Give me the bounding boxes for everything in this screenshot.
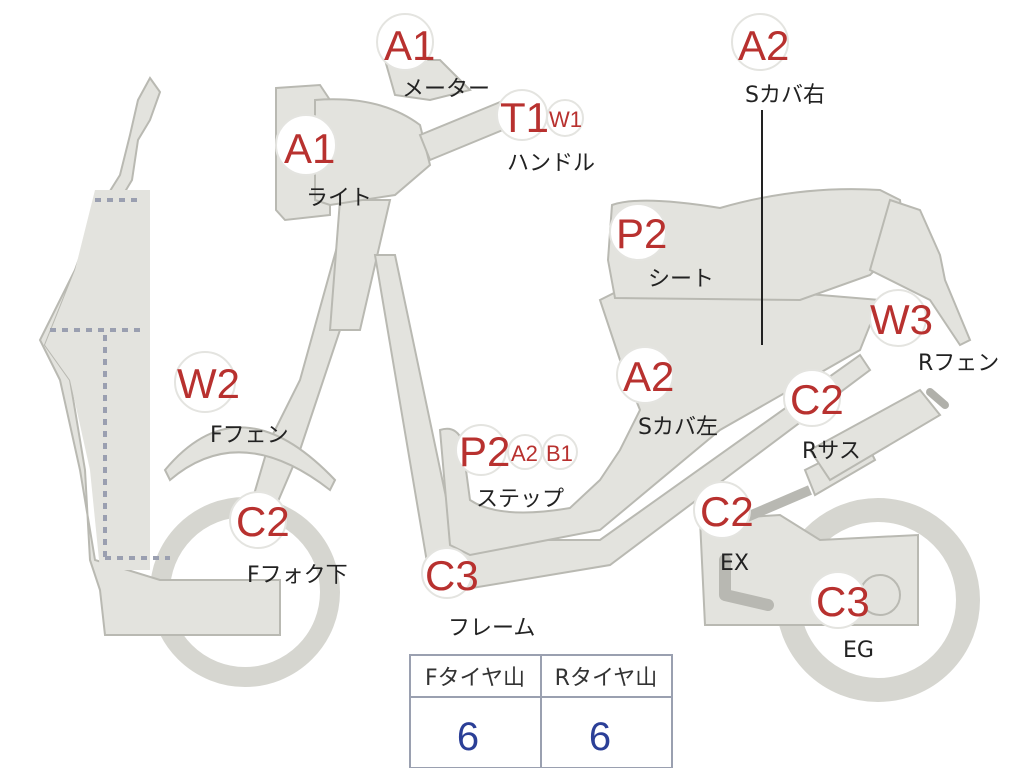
f-fork-lower-label: Fフォク下 [247,563,348,588]
f-fork-lower-grade: C2 [236,498,290,545]
rear-fender [868,198,972,347]
f-fender-label: Fフェン [210,423,289,448]
step-grade-3: B1 [546,441,573,466]
r-suspension-grade: C2 [790,376,844,423]
meter-grade: A1 [384,22,435,69]
front-body-panel-fill [45,190,150,570]
tire-depth-table: Fタイヤ山 Rタイヤ山 6 6 [409,654,673,768]
engine-grade: C3 [816,578,870,625]
step-grade-2: A2 [511,441,538,466]
front-tire-header: Fタイヤ山 [425,666,525,691]
steering-column [328,199,392,331]
rear-shock-body [808,388,942,482]
light-grade: A1 [284,125,335,172]
meter-label: メーター [402,77,490,102]
r-fender-grade: W3 [870,296,933,343]
s-cover-left-grade: A2 [623,353,674,400]
handle-cover [314,98,432,207]
front-fender [163,426,337,492]
bubbles [174,13,927,629]
handle-label: ハンドル [507,151,595,176]
r-suspension-label: Rサス [802,439,861,464]
front-tire-value: 6 [457,715,479,759]
r-fender-label: Rフェン [918,351,999,376]
frame-label: フレーム [448,616,535,641]
step-label: ステップ [476,487,564,512]
frame-grade: C3 [425,552,479,599]
step-floor [438,289,882,557]
seat-label: シート [648,267,714,292]
exhaust-pipe [719,554,774,611]
s-cover-right-label: Sカバ右 [745,83,825,108]
seat-grade: P2 [616,210,667,257]
exhaust-grade: C2 [700,488,754,535]
rear-tire-value: 6 [589,715,611,759]
light-label: ライト [306,186,372,211]
s-cover-left-label: Sカバ左 [638,415,718,440]
engine-label: EG [843,638,874,663]
handle-grade-1: T1 [500,94,549,141]
handle-grade-2: W1 [549,107,582,132]
s-cover-right-grade: A2 [738,22,789,69]
f-fender-grade: W2 [177,360,240,407]
rear-tire-header: Rタイヤ山 [555,666,658,691]
exhaust-label: EX [720,551,749,576]
step-grade-1: P2 [459,428,510,475]
